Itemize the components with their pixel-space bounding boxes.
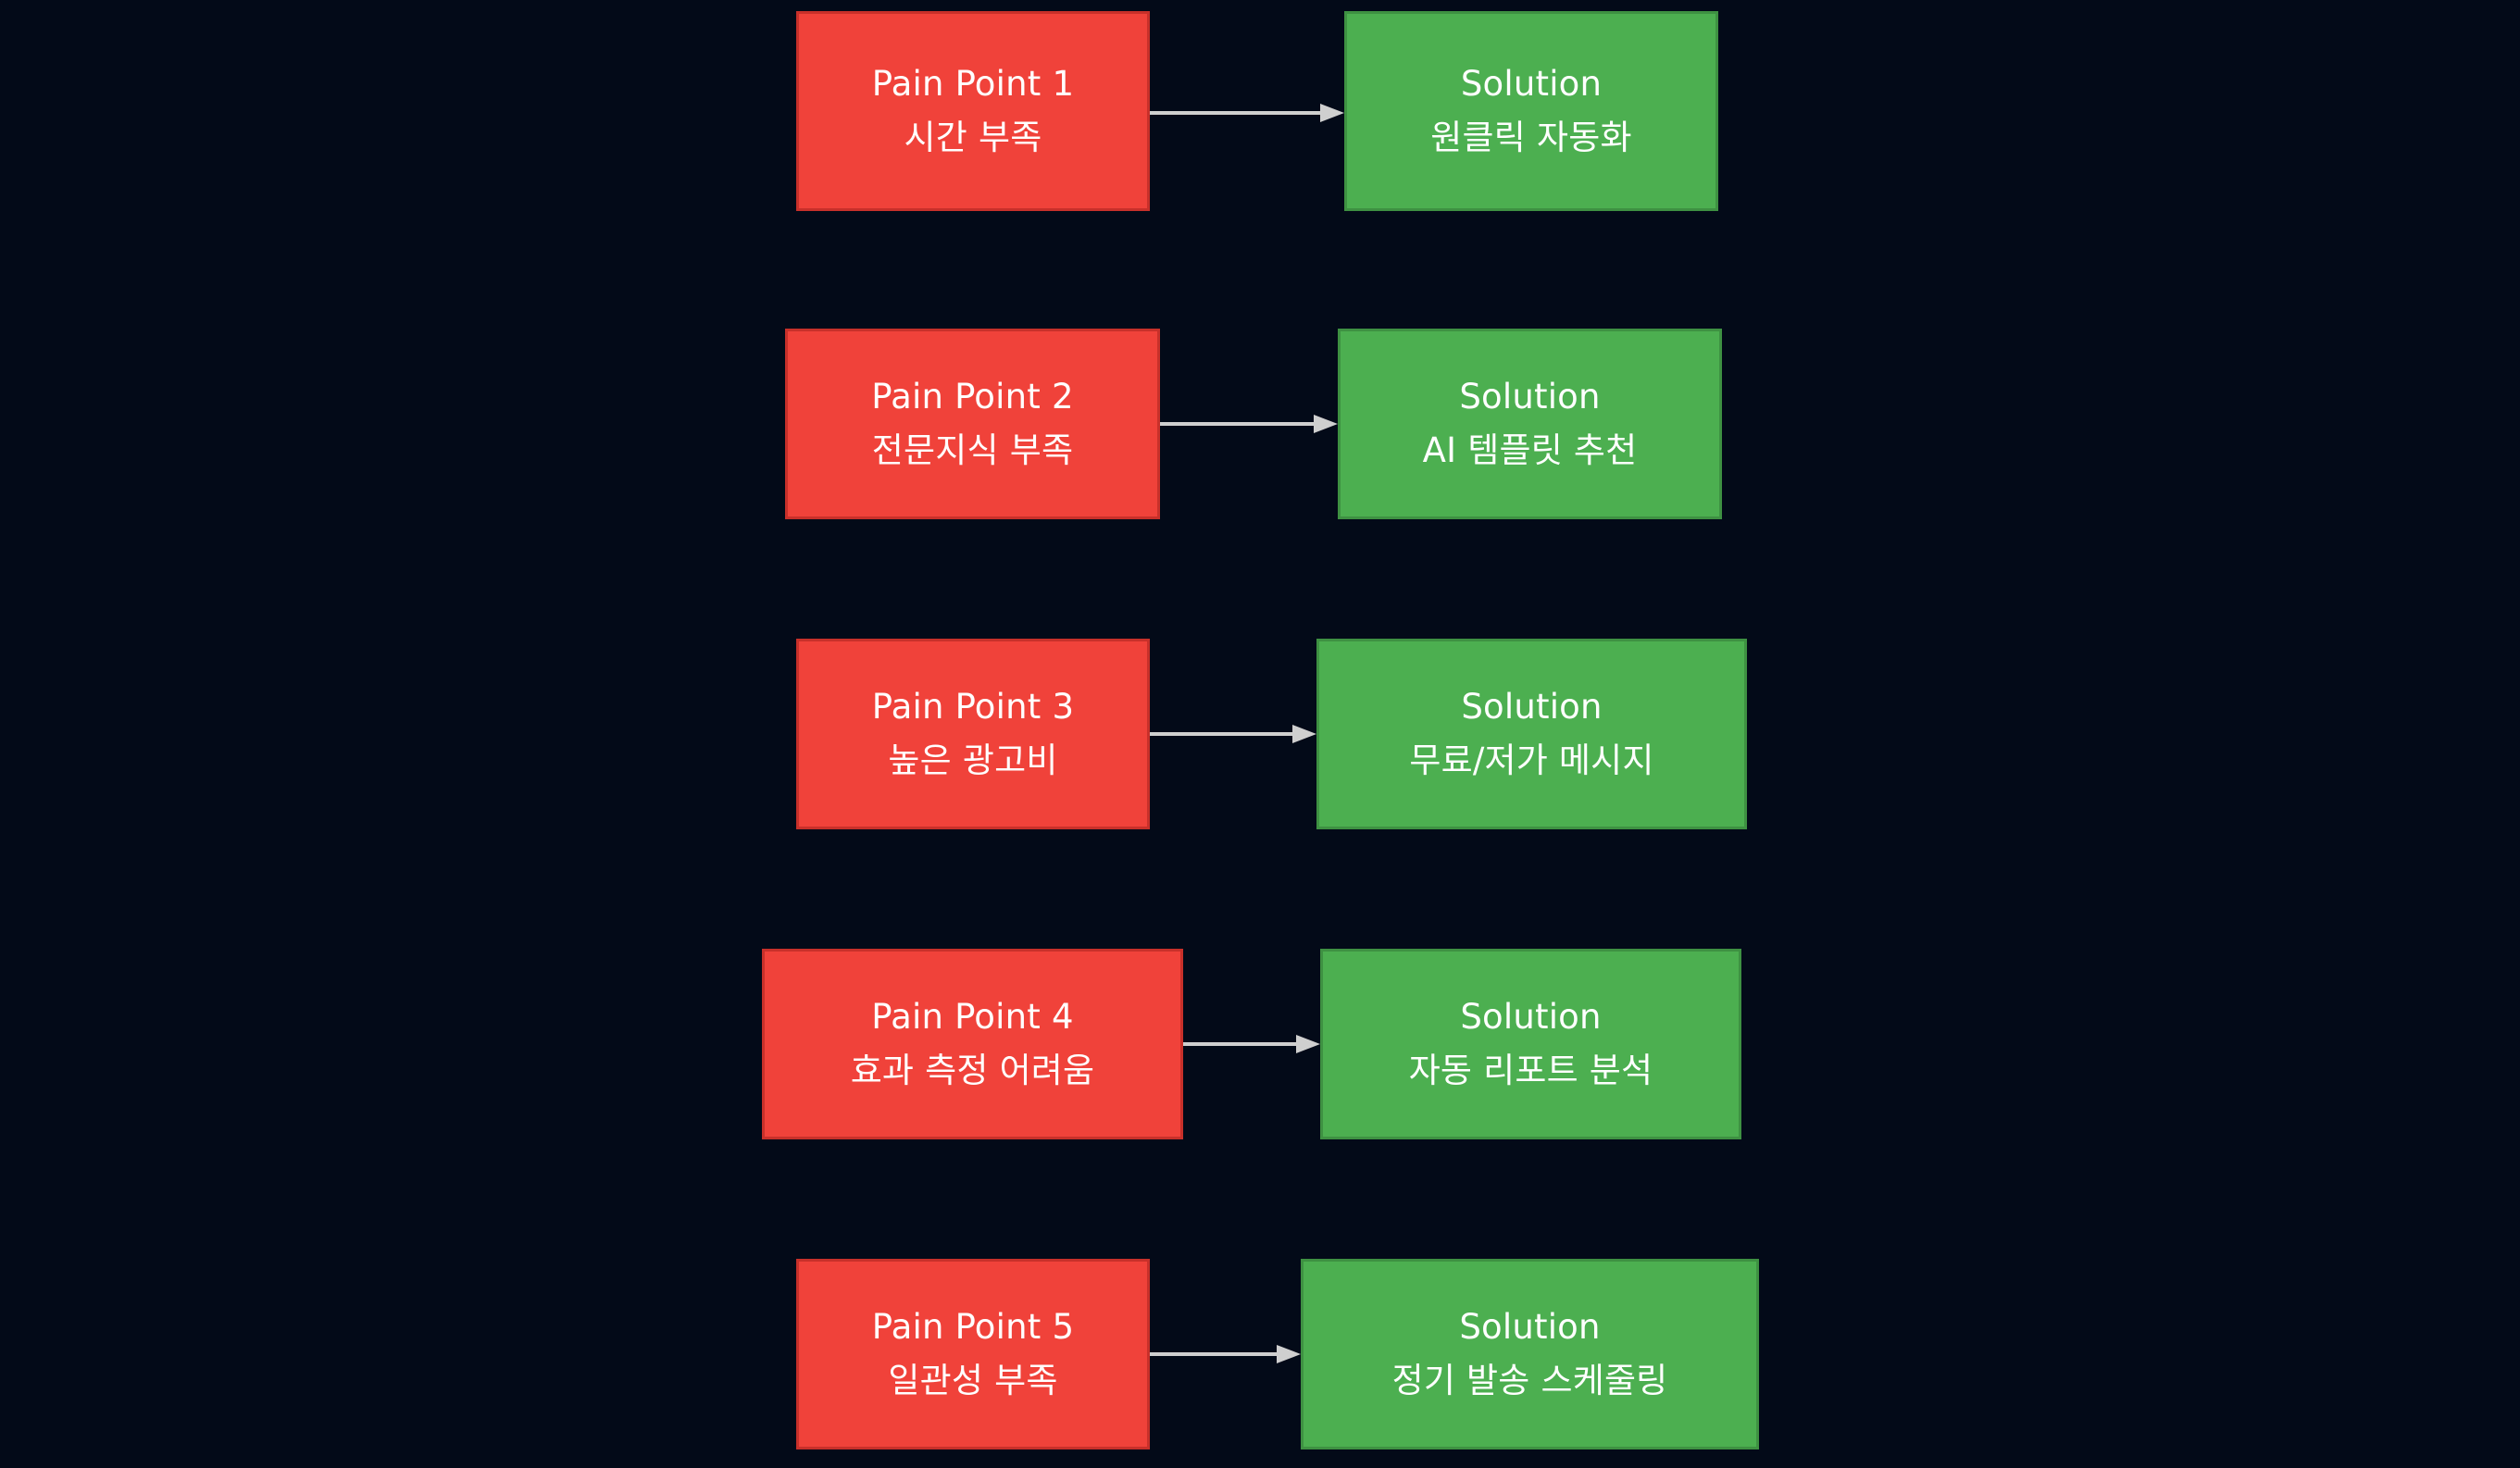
arrow-connector-3 xyxy=(1150,723,1316,745)
arrow-connector-4 xyxy=(1183,1033,1320,1055)
pain-point-node-1[interactable]: Pain Point 1 시간 부족 xyxy=(796,11,1150,211)
node-subtitle: 높은 광고비 xyxy=(888,740,1058,780)
pain-point-node-5[interactable]: Pain Point 5 일관성 부족 xyxy=(796,1259,1150,1449)
flow-row-3: Pain Point 3 높은 광고비 Solution 무료/저가 메시지 xyxy=(0,639,2520,829)
node-subtitle: 정기 발송 스케줄링 xyxy=(1391,1360,1668,1400)
pain-point-node-2[interactable]: Pain Point 2 전문지식 부족 xyxy=(785,329,1160,519)
node-subtitle: 원클릭 자동화 xyxy=(1430,117,1632,157)
arrow-icon xyxy=(1160,415,1338,433)
solution-node-5[interactable]: Solution 정기 발송 스케줄링 xyxy=(1301,1259,1759,1449)
flow-row-2: Pain Point 2 전문지식 부족 Solution AI 템플릿 추천 xyxy=(0,329,2520,519)
arrow-connector-2 xyxy=(1160,413,1338,435)
arrow-connector-1 xyxy=(1150,102,1344,124)
node-title: Solution xyxy=(1459,377,1601,417)
solution-node-3[interactable]: Solution 무료/저가 메시지 xyxy=(1316,639,1747,829)
node-subtitle: 무료/저가 메시지 xyxy=(1409,740,1654,780)
node-subtitle: 자동 리포트 분석 xyxy=(1408,1050,1653,1090)
node-subtitle: 시간 부족 xyxy=(904,117,1042,157)
solution-node-1[interactable]: Solution 원클릭 자동화 xyxy=(1344,11,1718,211)
node-subtitle: 일관성 부족 xyxy=(888,1360,1058,1400)
node-subtitle: AI 템플릿 추천 xyxy=(1422,429,1638,470)
arrow-connector-5 xyxy=(1150,1343,1301,1365)
node-title: Solution xyxy=(1461,687,1603,728)
node-title: Pain Point 2 xyxy=(871,377,1074,417)
solution-node-2[interactable]: Solution AI 템플릿 추천 xyxy=(1338,329,1722,519)
node-title: Pain Point 3 xyxy=(871,687,1075,728)
flow-row-4: Pain Point 4 효과 측정 어려움 Solution 자동 리포트 분… xyxy=(0,949,2520,1139)
node-title: Solution xyxy=(1460,64,1603,105)
arrow-icon xyxy=(1183,1035,1320,1053)
node-title: Pain Point 5 xyxy=(871,1307,1075,1348)
node-title: Solution xyxy=(1459,1307,1601,1348)
arrow-icon xyxy=(1150,725,1316,743)
flow-row-1: Pain Point 1 시간 부족 Solution 원클릭 자동화 xyxy=(0,0,2520,215)
node-title: Pain Point 4 xyxy=(871,997,1074,1038)
pain-point-node-3[interactable]: Pain Point 3 높은 광고비 xyxy=(796,639,1150,829)
node-title: Solution xyxy=(1460,997,1602,1038)
node-subtitle: 효과 측정 어려움 xyxy=(850,1050,1095,1090)
arrow-icon xyxy=(1150,104,1344,122)
solution-node-4[interactable]: Solution 자동 리포트 분석 xyxy=(1320,949,1741,1139)
node-title: Pain Point 1 xyxy=(871,64,1075,105)
pain-point-node-4[interactable]: Pain Point 4 효과 측정 어려움 xyxy=(762,949,1183,1139)
arrow-icon xyxy=(1150,1345,1301,1363)
flow-row-5: Pain Point 5 일관성 부족 Solution 정기 발송 스케줄링 xyxy=(0,1259,2520,1449)
node-subtitle: 전문지식 부족 xyxy=(871,429,1074,470)
